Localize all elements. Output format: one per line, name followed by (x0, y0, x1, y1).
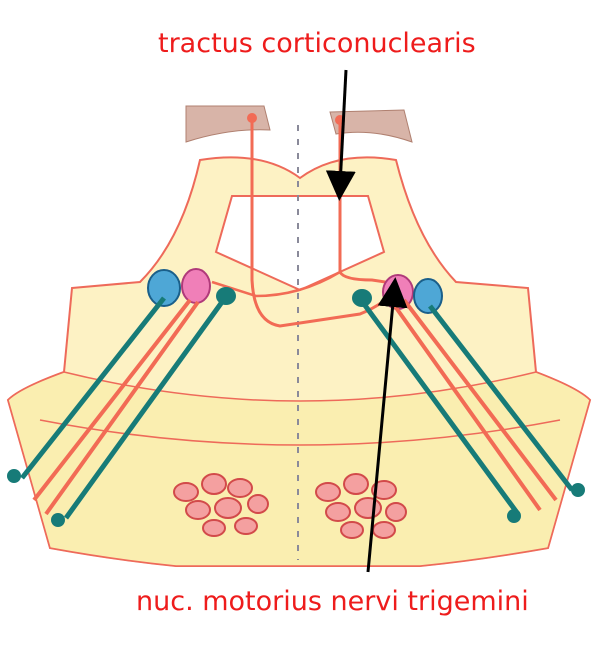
tract-right-branch (211, 270, 341, 298)
right-nerve-end-2 (507, 509, 521, 523)
left-nucleus-teal (216, 287, 236, 305)
pontine-nuclei-right (315, 473, 407, 539)
left-nerve-red-1 (32, 298, 192, 502)
right-nerve-red-2 (402, 298, 558, 502)
right-nucleus-blue (413, 278, 443, 314)
cortex-neuron-left (247, 113, 257, 123)
right-nerve-end-1 (571, 483, 585, 497)
basilar-band (7, 371, 591, 567)
arrow-top (325, 69, 356, 201)
arrow-bottom (366, 277, 408, 573)
pontine-nuclei-left (173, 473, 269, 537)
left-nucleus-pink (181, 268, 211, 304)
label-tractus-corticonuclearis: tractus corticonuclearis (158, 28, 476, 59)
left-nerve-teal-inner (63, 300, 225, 520)
left-nerve-teal-outer (20, 296, 166, 480)
left-nerve-end-2 (51, 513, 65, 527)
left-nerve-end-1 (7, 469, 21, 483)
right-nucleus-teal (352, 289, 372, 307)
right-nerve-red-1 (390, 300, 542, 512)
left-nerve-red-2 (44, 300, 200, 516)
band-inner-line (39, 419, 561, 446)
left-nucleus-blue (147, 269, 181, 307)
cortex-block-left (185, 105, 271, 143)
label-nuc-motorius: nuc. motorius nervi trigemini (136, 586, 529, 617)
right-nerve-teal-outer (428, 304, 574, 492)
